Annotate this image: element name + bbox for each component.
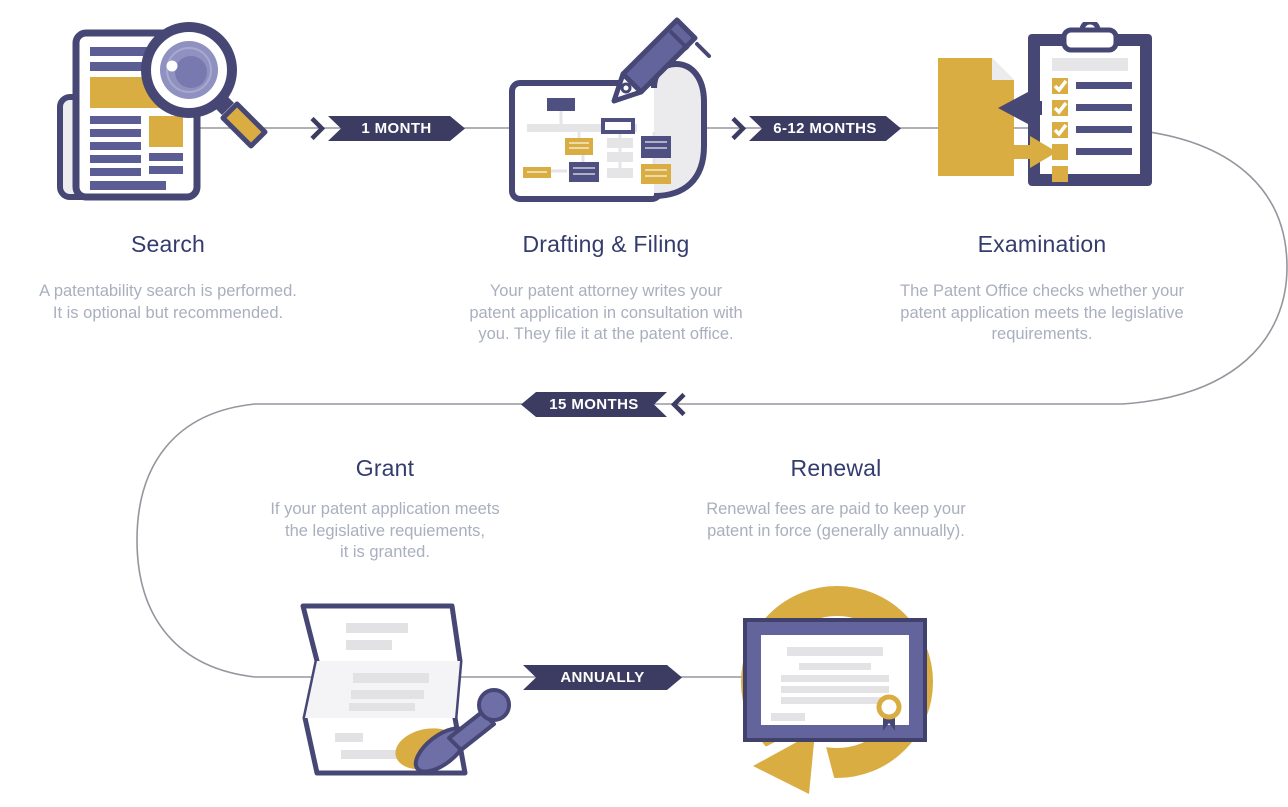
chevron-accent-icon — [671, 392, 686, 417]
duration-banner-15-months: 15 MONTHS — [521, 392, 667, 417]
stage-description-grant: If your patent application meets the leg… — [270, 500, 500, 561]
exchange-arrows-icon — [998, 92, 1057, 168]
flowchart — [523, 98, 671, 184]
duration-banner-6-12-months: 6-12 MONTHS — [749, 116, 901, 141]
clipboard-checklist — [1028, 22, 1152, 186]
flow-curve-right — [1121, 129, 1288, 405]
stage-description-search: A patentability search is performed. It … — [39, 282, 297, 322]
stage-title-drafting-filing: Drafting & Filing — [522, 231, 690, 257]
search-icon — [57, 22, 268, 201]
duration-label: 1 MONTH — [361, 120, 432, 137]
certificate — [743, 618, 927, 742]
flow-curve-left — [136, 403, 256, 678]
stage-title-search: Search — [130, 231, 206, 257]
stage-description-renewal: Renewal fees are paid to keep your paten… — [706, 500, 966, 540]
duration-banner-annually: ANNUALLY — [523, 665, 682, 690]
duration-label: 15 MONTHS — [549, 396, 639, 413]
stage-title-grant: Grant — [355, 455, 415, 481]
stage-title-examination: Examination — [977, 231, 1107, 257]
grant-icon — [300, 603, 511, 776]
stage-description-examination: The Patent Office checks whether your pa… — [899, 282, 1184, 343]
chevron-accent-icon — [731, 116, 746, 141]
chevron-accent-icon — [310, 116, 325, 141]
stage-title-renewal: Renewal — [790, 455, 882, 481]
magnifier-icon — [141, 22, 268, 149]
duration-banner-1-month: 1 MONTH — [328, 116, 465, 141]
rosette-seal-icon — [876, 694, 902, 720]
duration-label: 6-12 MONTHS — [773, 120, 877, 137]
duration-label: ANNUALLY — [560, 669, 645, 686]
gold-document — [938, 58, 1014, 176]
drafting-filing-icon — [509, 17, 711, 202]
fountain-pen-icon — [611, 17, 711, 104]
stage-description-drafting-filing: Your patent attorney writes your patent … — [469, 282, 743, 343]
stamp-icon — [395, 688, 511, 774]
renewal-icon — [739, 586, 933, 804]
examination-icon — [938, 22, 1152, 186]
